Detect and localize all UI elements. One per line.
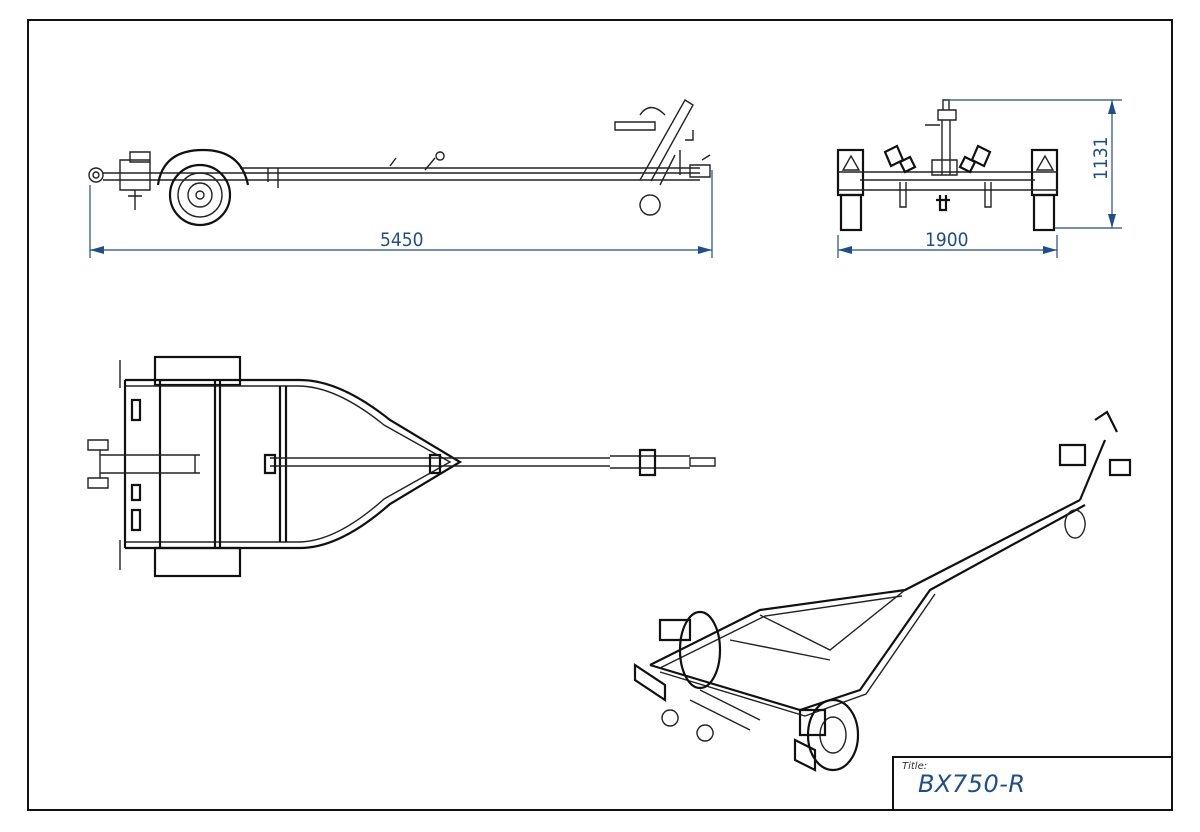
front-view: 1900 1131 [836, 99, 1122, 258]
height-dimension: 1131 [1090, 137, 1112, 181]
sheet-border [27, 19, 1173, 811]
isometric-view [633, 410, 1132, 772]
title-label: Title: [902, 761, 928, 772]
title-block-border [892, 756, 1172, 810]
length-dimension: 5450 [380, 229, 424, 251]
width-dimension: 1900 [925, 229, 969, 251]
side-view: 5450 [88, 99, 713, 258]
top-view [87, 355, 716, 578]
drawing-title: BX750-R [918, 770, 1026, 798]
